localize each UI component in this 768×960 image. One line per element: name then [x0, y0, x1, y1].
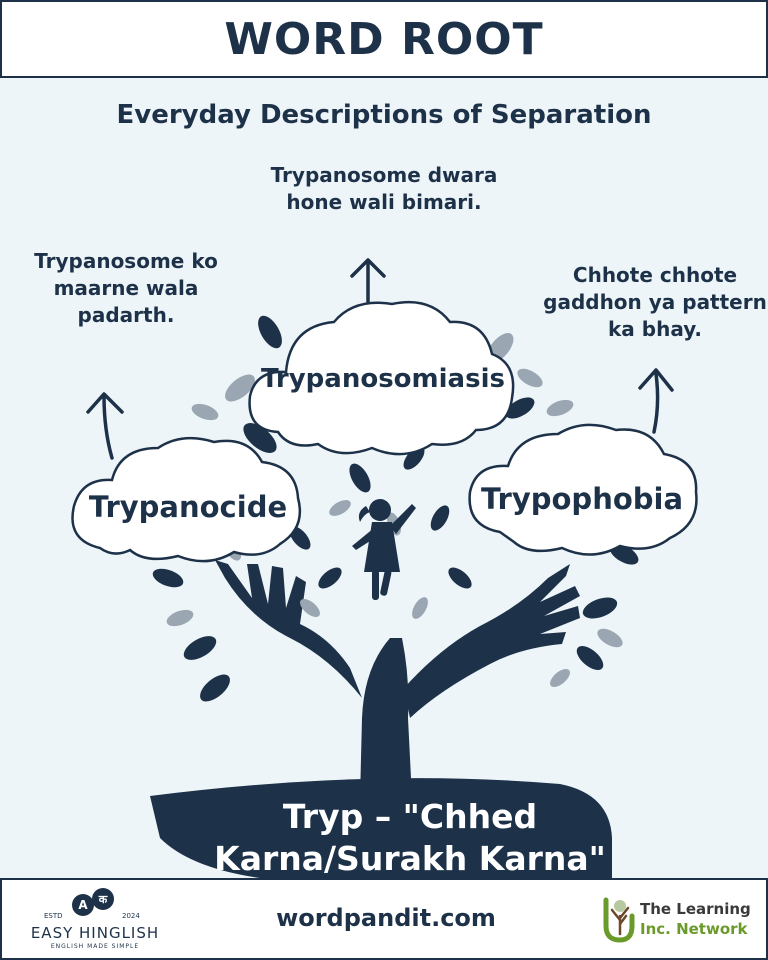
tree-illustration	[71, 258, 698, 878]
word-trypanosomiasis: Trypanosomiasis	[261, 364, 505, 394]
child-silhouette-icon	[352, 499, 416, 600]
description-trypanosomiasis: Trypanosome dwara hone wali bimari.	[270, 163, 498, 214]
description-trypophobia: Chhote chhote gaddhon ya pattern ka bhay…	[543, 263, 767, 341]
cloud-icon	[468, 423, 698, 556]
arrow-up-icon	[638, 368, 674, 434]
page-title: WORD ROOT	[224, 13, 544, 65]
logo-name-line2: Inc. Network	[640, 920, 748, 938]
left-hand-branch	[215, 560, 362, 698]
logo-tagline: ENGLISH MADE SIMPLE	[50, 943, 140, 950]
footer: ESTD A क 2024 EASY HINGLISH ENGLISH MADE…	[0, 878, 768, 960]
logo-brand: EASY HINGLISH	[30, 924, 160, 942]
logo-bubble-a: A	[72, 894, 94, 916]
infographic: Everyday Descriptions of Separation	[0, 78, 768, 878]
logo-estd: ESTD	[44, 912, 63, 920]
root-definition: Tryp – "Chhed Karna/Surakh Karna"	[200, 796, 620, 880]
word-trypophobia: Trypophobia	[480, 482, 684, 516]
arrow-up-icon	[86, 392, 124, 460]
tree-logo-icon	[603, 897, 635, 943]
header: WORD ROOT	[0, 0, 768, 78]
easy-hinglish-logo[interactable]: ESTD A क 2024 EASY HINGLISH ENGLISH MADE…	[20, 888, 170, 954]
tree-trunk	[360, 638, 412, 798]
right-hand-branch	[404, 564, 580, 718]
cloud-icon	[71, 436, 302, 563]
arrow-up-icon	[350, 258, 386, 312]
ground-mound	[150, 778, 612, 878]
root-line-1: Tryp – "Chhed	[282, 797, 538, 836]
word-trypanocide: Trypanocide	[88, 490, 288, 524]
description-trypanocide: Trypanosome ko maarne wala padarth.	[34, 249, 218, 327]
logo-year: 2024	[122, 912, 140, 920]
root-line-2: Karna/Surakh Karna"	[214, 839, 606, 878]
learning-inc-logo[interactable]: The Learning Inc. Network	[600, 894, 760, 948]
subtitle: Everyday Descriptions of Separation	[116, 100, 652, 130]
site-link[interactable]: wordpandit.com	[276, 904, 496, 932]
logo-name-line1: The Learning	[640, 900, 751, 918]
cloud-icon	[248, 300, 515, 456]
logo-bubble-ka: क	[92, 888, 114, 910]
